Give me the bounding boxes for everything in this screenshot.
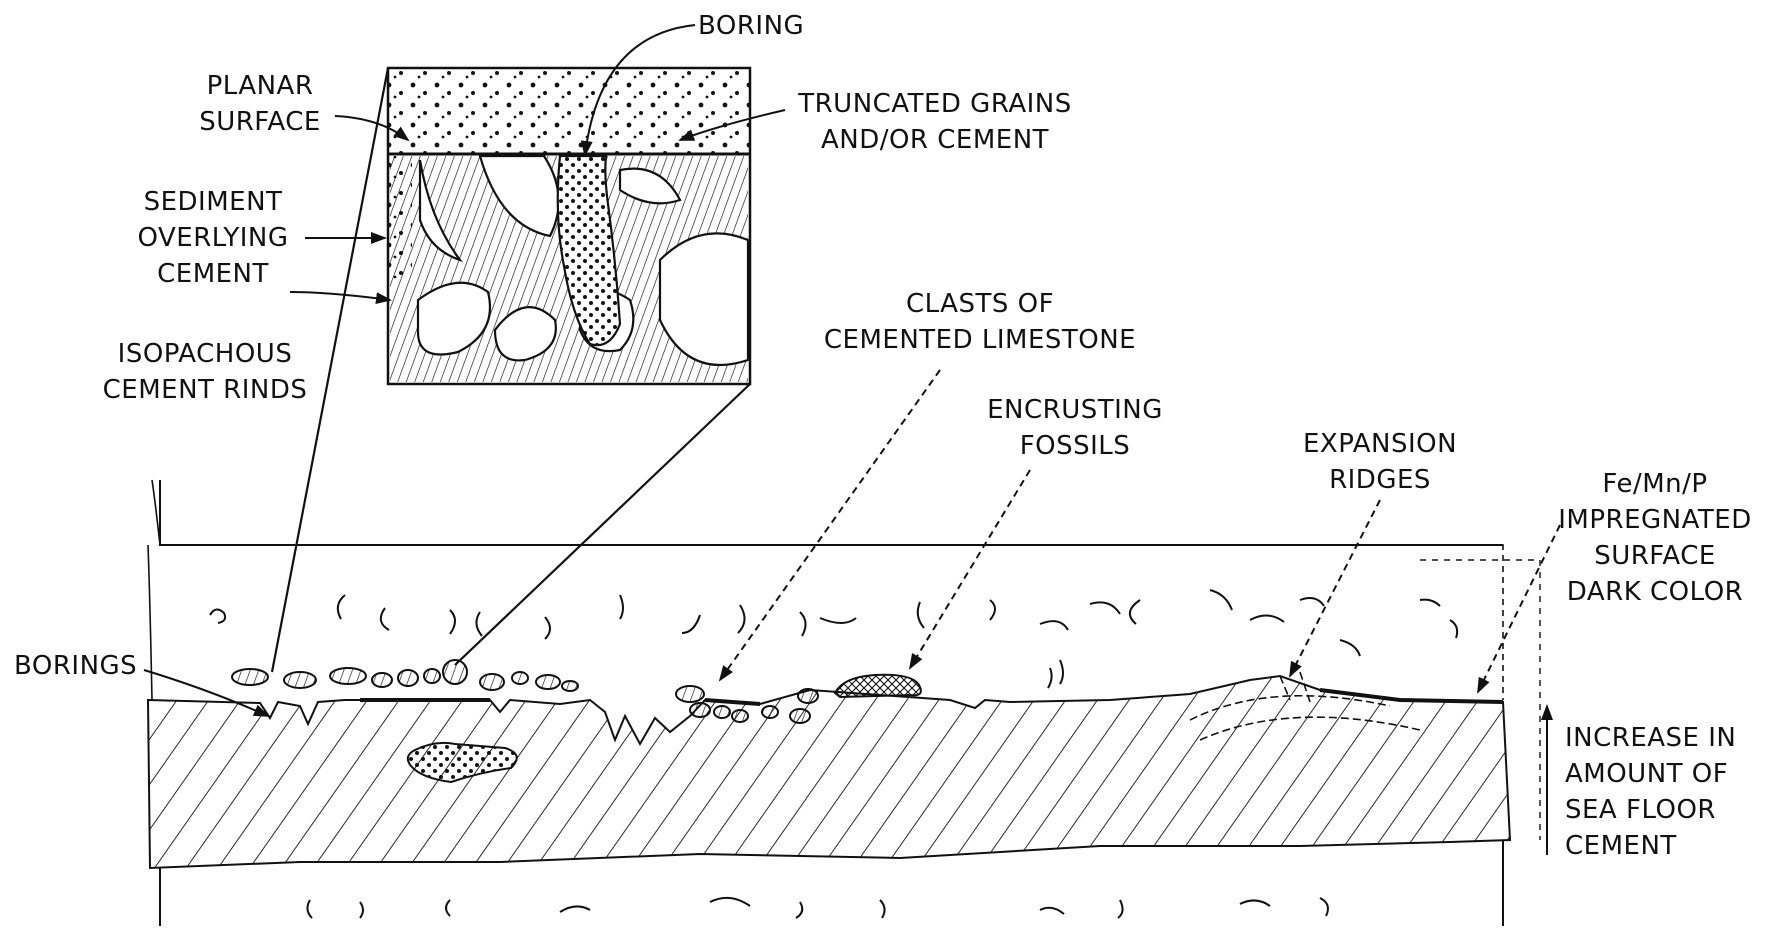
label-increase-line2: AMOUNT OF [1565, 756, 1736, 792]
label-impregnated-line3: SURFACE [1550, 538, 1760, 574]
label-increase-line3: SEA FLOOR [1565, 792, 1736, 828]
label-encrusting-line2: FOSSILS [975, 428, 1175, 464]
encrusting-fossil [835, 675, 921, 697]
inset-detail [388, 68, 750, 384]
label-borings-text: BORINGS [14, 651, 137, 681]
label-sediment-overlying-cement: SEDIMENT OVERLYING CEMENT [118, 184, 308, 292]
label-expansion-ridges: EXPANSION RIDGES [1290, 426, 1470, 498]
label-impregnated-line1: Fe/Mn/P [1550, 466, 1760, 502]
cemented-limestone-layer [148, 676, 1510, 868]
label-planar-surface-line2: SURFACE [190, 104, 330, 140]
label-sediment-line2: OVERLYING [118, 220, 308, 256]
label-clasts-line2: CEMENTED LIMESTONE [820, 322, 1140, 358]
label-clasts-line1: CLASTS OF [820, 286, 1140, 322]
label-impregnated-surface: Fe/Mn/P IMPREGNATED SURFACE DARK COLOR [1550, 466, 1760, 610]
label-expansion-line1: EXPANSION [1290, 426, 1470, 462]
label-expansion-line2: RIDGES [1290, 462, 1470, 498]
label-borings: BORINGS [14, 648, 137, 684]
label-impregnated-line2: IMPREGNATED [1550, 502, 1760, 538]
label-sediment-line3: CEMENT [118, 256, 308, 292]
label-increase-cement: INCREASE IN AMOUNT OF SEA FLOOR CEMENT [1565, 720, 1736, 864]
label-boring: BORING [698, 8, 804, 44]
label-increase-line4: CEMENT [1565, 828, 1736, 864]
label-encrusting-line1: ENCRUSTING [975, 392, 1175, 428]
label-truncated-grains-line1: TRUNCATED GRAINS [785, 86, 1085, 122]
label-isopachous-line2: CEMENT RINDS [90, 372, 320, 408]
label-planar-surface-line1: PLANAR [190, 68, 330, 104]
label-encrusting-fossils: ENCRUSTING FOSSILS [975, 392, 1175, 464]
label-increase-line1: INCREASE IN [1565, 720, 1736, 756]
label-planar-surface: PLANAR SURFACE [190, 68, 330, 140]
label-boring-text: BORING [698, 11, 804, 41]
label-isopachous-cement-rinds: ISOPACHOUS CEMENT RINDS [90, 336, 320, 408]
label-truncated-grains-line2: AND/OR CEMENT [785, 122, 1085, 158]
label-truncated-grains: TRUNCATED GRAINS AND/OR CEMENT [785, 86, 1085, 158]
main-block [148, 480, 1540, 926]
label-isopachous-line1: ISOPACHOUS [90, 336, 320, 372]
label-impregnated-line4: DARK COLOR [1550, 574, 1760, 610]
label-sediment-line1: SEDIMENT [118, 184, 308, 220]
label-clasts-of-cemented-limestone: CLASTS OF CEMENTED LIMESTONE [820, 286, 1140, 358]
